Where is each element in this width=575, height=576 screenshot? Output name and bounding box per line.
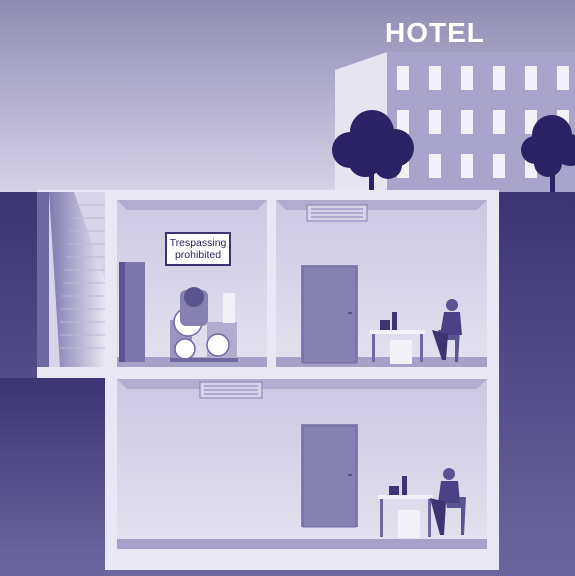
technical-room	[117, 200, 267, 367]
hotel-sign: HOTEL	[385, 17, 485, 49]
office-upper	[276, 200, 487, 367]
sign-line-2: prohibited	[175, 249, 221, 261]
sign-line-1: Trespassing	[170, 237, 227, 249]
office-lower	[117, 379, 487, 549]
trespassing-sign: Trespassing prohibited	[165, 232, 231, 266]
staircase	[37, 192, 105, 367]
